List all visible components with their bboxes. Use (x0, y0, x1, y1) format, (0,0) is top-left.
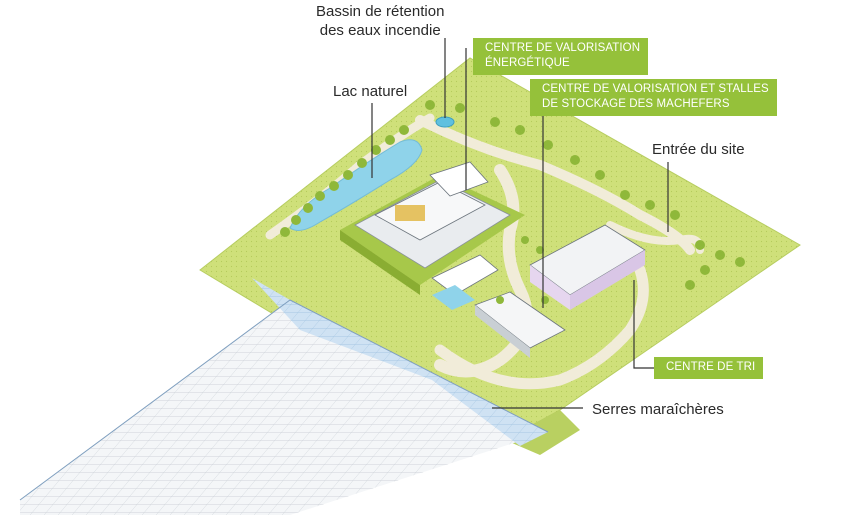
small-pool (432, 285, 475, 310)
sorting-center-side (530, 265, 570, 310)
energy-center-base-side (340, 230, 420, 295)
retention-basin (435, 116, 455, 128)
box-tri: CENTRE DE TRI (654, 357, 764, 379)
greenhouses-outline (19, 299, 549, 501)
leader-lines (371, 38, 669, 409)
machefers-building-side (475, 305, 530, 358)
energy-center-block (374, 181, 486, 241)
sorting-center-front (570, 250, 645, 310)
box-machefers: CENTRE DE VALORISATION ET STALLES DE STO… (530, 79, 777, 116)
label-bassin: Bassin de rétention des eaux incendie (316, 3, 445, 39)
site-path (434, 264, 649, 390)
energy-center-tower (429, 161, 489, 197)
machefers-building (474, 291, 566, 349)
label-lac: Lac naturel (333, 83, 408, 100)
box-energie: CENTRE DE VALORISATION ÉNERGÉTIQUE (473, 38, 649, 75)
greenhouses-blue-grid (252, 278, 548, 446)
trees (280, 100, 745, 304)
label-entree: Entrée du site (652, 141, 745, 158)
greenhouses-grid (20, 300, 548, 515)
energy-center-machinery (395, 205, 425, 221)
label-serres: Serres maraîchères (592, 401, 724, 418)
site-path (415, 115, 695, 255)
